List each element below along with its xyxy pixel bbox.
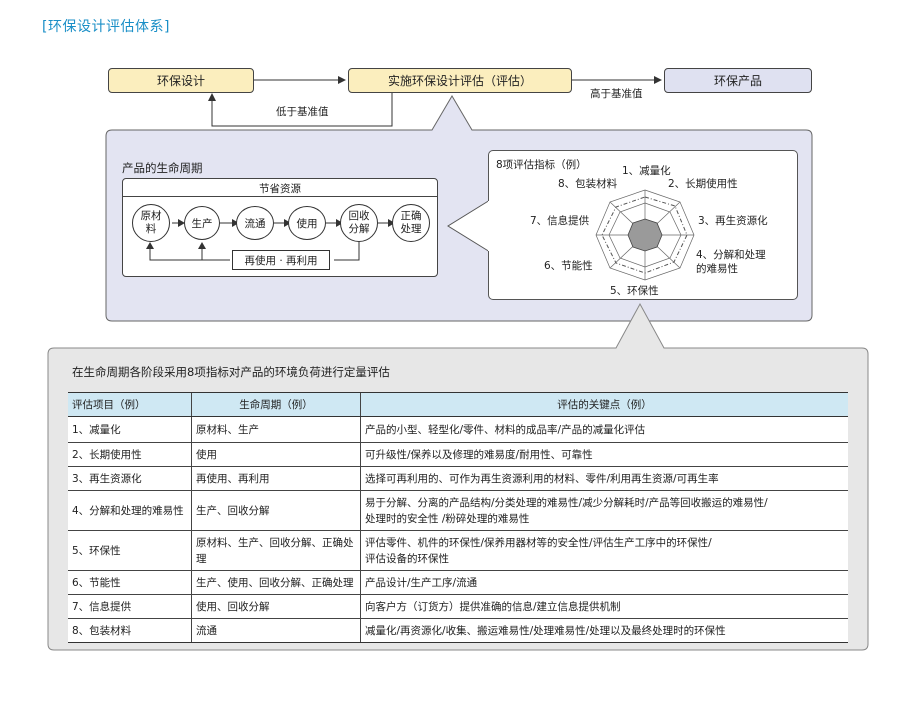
lifecycle-diagram xyxy=(146,219,395,261)
lifecycle-title: 产品的生命周期 xyxy=(122,161,203,175)
below-baseline-label: 低于基准值 xyxy=(276,106,329,118)
table-cell-item: 2、长期使用性 xyxy=(68,442,192,467)
table-row: 3、再生资源化 再使用、再利用 选择可再利用的、可作为再生资源利用的材料、零件/… xyxy=(68,466,848,491)
save-resources-label: 节省资源 xyxy=(259,183,301,195)
table-row: 8、包装材料 流通 减量化/再资源化/收集、搬运难易性/处理难易性/处理以及最终… xyxy=(68,618,848,643)
lifecycle-node-disposal: 正确 处理 xyxy=(392,204,430,242)
table-cell-item: 5、环保性 xyxy=(68,530,192,571)
radar-label-6: 6、节能性 xyxy=(544,260,593,272)
radar-inner-area xyxy=(627,218,663,252)
table-cell-item: 1、减量化 xyxy=(68,416,192,443)
table-cell-lifecycle: 流通 xyxy=(191,618,361,643)
lifecycle-node-recycle: 回收 分解 xyxy=(340,204,378,242)
table-cell-item: 7、信息提供 xyxy=(68,594,192,619)
page-title: [环保设计评估体系] xyxy=(42,19,170,35)
table-row: 6、节能性 生产、使用、回收分解、正确处理 产品设计/生产工序/流通 xyxy=(68,570,848,595)
table-row: 4、分解和处理的难易性 生产、回收分解 易于分解、分离的产品结构/分类处理的难易… xyxy=(68,490,848,531)
lifecycle-node-production: 生产 xyxy=(184,206,220,240)
table-row: 2、长期使用性 使用 可升级性/保养以及修理的难易度/耐用性、可靠性 xyxy=(68,442,848,467)
table-cell-item: 4、分解和处理的难易性 xyxy=(68,490,192,531)
table-cell-lifecycle: 原材料、生产 xyxy=(191,416,361,443)
table-cell-item: 6、节能性 xyxy=(68,570,192,595)
radar-label-3: 3、再生资源化 xyxy=(698,215,768,227)
radar-pointer xyxy=(447,199,491,253)
radar-label-5: 5、环保性 xyxy=(610,285,659,297)
table-cell-keypoints: 可升级性/保养以及修理的难易度/耐用性、可靠性 xyxy=(360,442,848,467)
table-cell-item: 8、包装材料 xyxy=(68,618,192,643)
lifecycle-node-distribution: 流通 xyxy=(236,206,274,240)
table-cell-keypoints: 产品设计/生产工序/流通 xyxy=(360,570,848,595)
table-cell-keypoints: 向客户方（订货方）提供准确的信息/建立信息提供机制 xyxy=(360,594,848,619)
evaluate-box: 实施环保设计评估（评估） xyxy=(348,68,572,93)
radar-label-2: 2、长期使用性 xyxy=(668,178,738,190)
design-box: 环保设计 xyxy=(108,68,254,93)
header-lifecycle: 生命周期（例） xyxy=(191,392,361,417)
above-baseline-label: 高于基准值 xyxy=(590,88,643,100)
radar-dashed-series xyxy=(601,196,688,274)
radar-label-1: 1、减量化 xyxy=(622,165,671,177)
table-row: 1、减量化 原材料、生产 产品的小型、轻型化/零件、材料的成品率/产品的减量化评… xyxy=(68,416,848,443)
table-row: 5、环保性 原材料、生产、回收分解、正确处理 评估零件、机件的环保性/保养用器材… xyxy=(68,530,848,571)
radar-title: 8项评估指标（例） xyxy=(496,159,587,171)
header-item: 评估项目（例） xyxy=(68,392,192,417)
evaluation-table: 评估项目（例） 生命周期（例） 评估的关键点（例） 1、减量化 原材料、生产 产… xyxy=(68,392,848,643)
table-cell-lifecycle: 使用、回收分解 xyxy=(191,594,361,619)
radar-label-8: 8、包装材料 xyxy=(558,178,618,190)
table-cell-lifecycle: 生产、回收分解 xyxy=(191,490,361,531)
table-cell-lifecycle: 生产、使用、回收分解、正确处理 xyxy=(191,570,361,595)
lifecycle-node-use: 使用 xyxy=(288,206,326,240)
radar-label-7: 7、信息提供 xyxy=(530,215,590,227)
product-box: 环保产品 xyxy=(664,68,812,93)
table-cell-item: 3、再生资源化 xyxy=(68,466,192,491)
table-cell-keypoints: 产品的小型、轻型化/零件、材料的成品率/产品的减量化评估 xyxy=(360,416,848,443)
table-cell-keypoints: 易于分解、分离的产品结构/分类处理的难易性/减少分解耗时/产品等回收搬运的难易性… xyxy=(360,490,848,531)
reuse-box: 再使用 · 再利用 xyxy=(232,250,330,270)
table-row: 7、信息提供 使用、回收分解 向客户方（订货方）提供准确的信息/建立信息提供机制 xyxy=(68,594,848,619)
table-cell-lifecycle: 再使用、再利用 xyxy=(191,466,361,491)
table-cell-keypoints: 评估零件、机件的环保性/保养用器材等的安全性/评估生产工序中的环保性/ 评估设备… xyxy=(360,530,848,571)
table-cell-lifecycle: 原材料、生产、回收分解、正确处理 xyxy=(191,530,361,571)
table-cell-lifecycle: 使用 xyxy=(191,442,361,467)
radar-chart xyxy=(595,189,695,281)
table-header-row: 评估项目（例） 生命周期（例） 评估的关键点（例） xyxy=(68,392,848,417)
table-heading: 在生命周期各阶段采用8项指标对产品的环境负荷进行定量评估 xyxy=(72,365,390,379)
table-cell-keypoints: 减量化/再资源化/收集、搬运难易性/处理难易性/处理以及最终处理时的环保性 xyxy=(360,618,848,643)
radar-label-4: 4、分解和处理的难易性 xyxy=(696,249,766,275)
header-keypoints: 评估的关键点（例） xyxy=(360,392,848,417)
table-cell-keypoints: 选择可再利用的、可作为再生资源利用的材料、零件/利用再生资源/可再生率 xyxy=(360,466,848,491)
lifecycle-node-raw-material: 原材 料 xyxy=(132,204,170,242)
